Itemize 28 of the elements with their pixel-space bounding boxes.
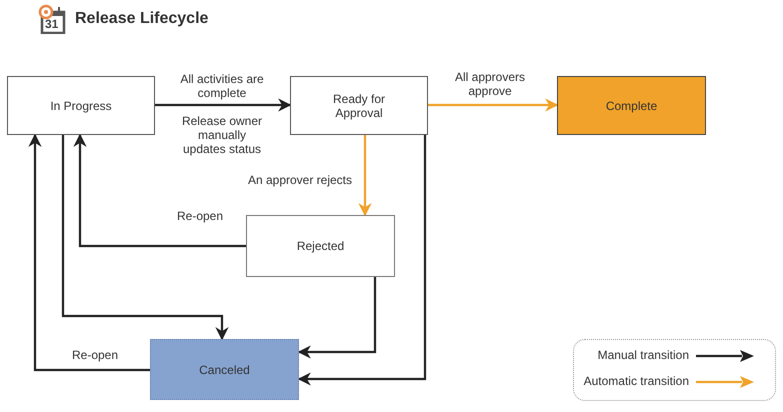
arrow	[298, 277, 376, 359]
state-box	[290, 76, 428, 135]
state-name: Canceled	[199, 362, 250, 376]
edge-label: All activities are complete	[179, 72, 265, 100]
legend-label: Automatic transition	[584, 374, 689, 388]
state-box	[7, 76, 155, 135]
icon-number: 31	[45, 17, 58, 31]
arrow	[28, 134, 150, 372]
state-name: Ready for Approval	[332, 92, 386, 120]
state-box	[246, 215, 395, 277]
arrow	[73, 134, 246, 248]
arrow	[428, 98, 558, 112]
edge-label: All approvers approve	[454, 70, 526, 98]
edge-label: An approver rejects	[246, 173, 354, 187]
arrow	[298, 135, 426, 386]
state-box	[557, 76, 706, 135]
arrow	[358, 135, 372, 216]
edge-label: Re-open	[70, 348, 120, 362]
arrow	[62, 135, 229, 340]
arrow	[155, 98, 292, 112]
state-name: Complete	[606, 98, 658, 112]
legend-label: Manual transition	[598, 348, 689, 362]
state-box	[150, 339, 299, 400]
transition-note: Release owner manually updates status	[180, 114, 264, 156]
state-name: Rejected	[296, 239, 344, 253]
title: Release Lifecycle	[75, 10, 208, 28]
edge-label: Re-open	[176, 209, 224, 223]
state-name: In Progress	[50, 98, 112, 112]
